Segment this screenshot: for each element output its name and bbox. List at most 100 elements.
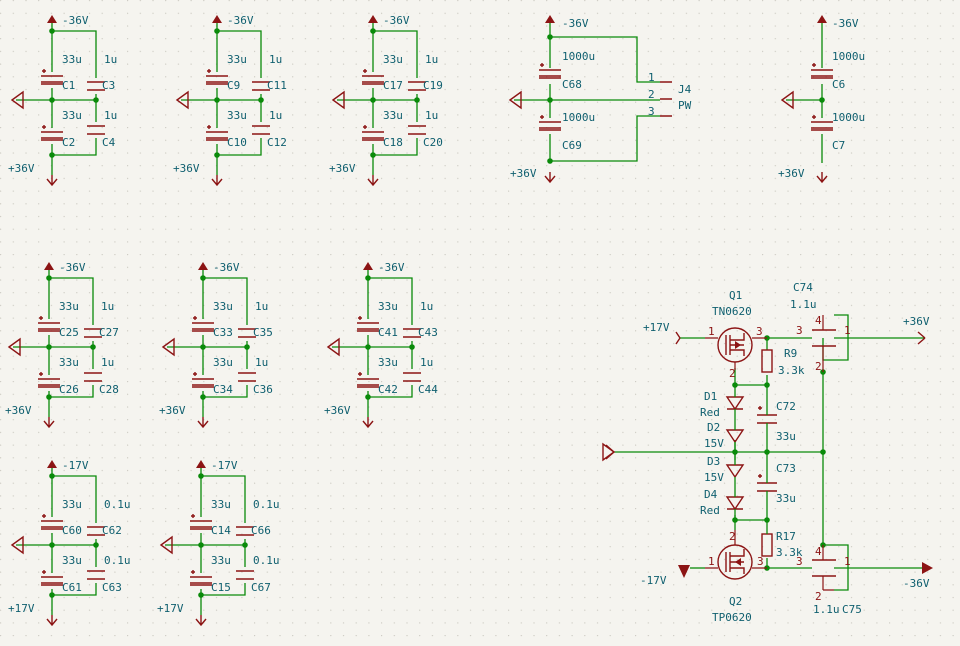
- polarity-plus-icon: [42, 570, 46, 574]
- bottom-electrolytic-ref: C61: [62, 581, 82, 594]
- top-net-label: -36V: [383, 14, 410, 27]
- capacitor-plate-icon: [41, 81, 63, 85]
- svg-text:1: 1: [708, 555, 715, 568]
- output-arrow-icon: [917, 331, 926, 345]
- c75-value-label: 1.1u: [813, 603, 840, 616]
- capacitor-plate-icon: [236, 526, 254, 536]
- d3-value-label: 15V: [704, 471, 724, 484]
- bottom-electrolytic-value: 33u: [62, 554, 82, 567]
- top-net-label: -36V: [62, 14, 89, 27]
- top-net-label: -36V: [59, 261, 86, 274]
- junction-dot: [365, 344, 371, 350]
- top-electrolytic-value: 33u: [62, 498, 82, 511]
- power-flag-up-icon: [545, 15, 555, 23]
- junction-dot: [547, 158, 553, 164]
- wire: [550, 115, 660, 162]
- svg-text:4: 4: [815, 314, 822, 327]
- c74-value-label: 1.1u: [790, 298, 817, 311]
- q1-mosfet-symbol: 1 3 2: [705, 325, 767, 380]
- bottom-electrolytic-ref: C10: [227, 136, 247, 149]
- bottom-net-label: +36V: [8, 162, 35, 175]
- junction-dot: [93, 542, 99, 548]
- top-net-label: -36V: [832, 17, 859, 30]
- junction-dot: [547, 34, 553, 40]
- top-electrolytic-value: 1000u: [832, 50, 865, 63]
- connector-pin-label: 3: [648, 105, 655, 118]
- power-input-arrow-icon: [675, 331, 681, 345]
- svg-text:4: 4: [815, 545, 822, 558]
- top-film-ref: C62: [102, 524, 122, 537]
- svg-text:3: 3: [757, 555, 764, 568]
- top-electrolytic-value: 33u: [59, 300, 79, 313]
- bottom-electrolytic-value: 1000u: [832, 111, 865, 124]
- capacitor-plate-icon: [539, 127, 561, 131]
- bottom-net-label: +36V: [159, 404, 186, 417]
- capacitor-plate-icon: [357, 328, 379, 332]
- junction-dot: [200, 344, 206, 350]
- capacitor-plate-icon: [238, 372, 256, 382]
- top-net-label: -17V: [211, 459, 238, 472]
- capacitor-plate-icon: [41, 137, 63, 141]
- power-flag-down-icon: [362, 417, 374, 429]
- svg-text:2: 2: [729, 367, 736, 380]
- polarity-plus-icon: [42, 69, 46, 73]
- bottom-film-ref: C20: [423, 136, 443, 149]
- junction-dot: [46, 394, 52, 400]
- c75-capacitor-symbol: 3 1 4 2: [796, 545, 851, 603]
- power-flag-down-icon: [816, 172, 828, 184]
- connector-pin-label: 2: [648, 88, 655, 101]
- top-film-value: 0.1u: [253, 498, 280, 511]
- ground-flag-icon: [602, 442, 616, 462]
- polarity-plus-icon: [193, 372, 197, 376]
- capacitor-plate-icon: [41, 582, 63, 586]
- polarity-plus-icon: [193, 316, 197, 320]
- bottom-electrolytic-value: 33u: [213, 356, 233, 369]
- capacitor-plate-icon: [408, 81, 426, 91]
- svg-text:1: 1: [844, 555, 851, 568]
- bottom-film-value: 0.1u: [104, 554, 131, 567]
- d1-value-label: Red: [700, 406, 720, 419]
- junction-dot: [198, 542, 204, 548]
- bottom-net-label: +36V: [173, 162, 200, 175]
- bottom-net-label: +36V: [5, 404, 32, 417]
- connector-name: PW: [678, 99, 692, 112]
- ground-flag-icon: [7, 337, 21, 357]
- power-flag-up-icon: [817, 15, 827, 23]
- r17-resistor-symbol: [761, 520, 773, 557]
- capacitor-plate-icon: [87, 81, 105, 91]
- polarity-plus-icon: [191, 570, 195, 574]
- junction-dot: [198, 473, 204, 479]
- junction-dot: [46, 275, 52, 281]
- capacitor-plate-icon: [41, 526, 63, 530]
- bottom-electrolytic-ref: C69: [562, 139, 582, 152]
- polarity-plus-icon: [207, 69, 211, 73]
- q2-ref-label: Q2: [729, 595, 742, 608]
- capacitor-plate-icon: [206, 81, 228, 85]
- bottom-electrolytic-value: 33u: [227, 109, 247, 122]
- input-positive-net-label: +17V: [643, 321, 670, 334]
- junction-dot: [370, 152, 376, 158]
- power-flag-down-icon: [367, 175, 379, 187]
- top-electrolytic-ref: C17: [383, 79, 403, 92]
- top-film-ref: C11: [267, 79, 287, 92]
- ground-flag-icon: [161, 337, 175, 357]
- bottom-film-ref: C63: [102, 581, 122, 594]
- power-flag-up-icon: [44, 262, 54, 270]
- bottom-electrolytic-value: 33u: [59, 356, 79, 369]
- top-electrolytic-ref: C14: [211, 524, 231, 537]
- polarity-plus-icon: [540, 63, 544, 67]
- capacitor-plate-icon: [190, 582, 212, 586]
- d4-value-label: Red: [700, 504, 720, 517]
- power-flag-down-icon: [544, 172, 556, 184]
- top-electrolytic-ref: C9: [227, 79, 240, 92]
- bottom-electrolytic-ref: C42: [378, 383, 398, 396]
- power-flag-up-icon: [363, 262, 373, 270]
- top-electrolytic-value: 33u: [62, 53, 82, 66]
- power-flag-up-icon: [47, 15, 57, 23]
- top-net-label: -36V: [227, 14, 254, 27]
- polarity-plus-icon: [42, 125, 46, 129]
